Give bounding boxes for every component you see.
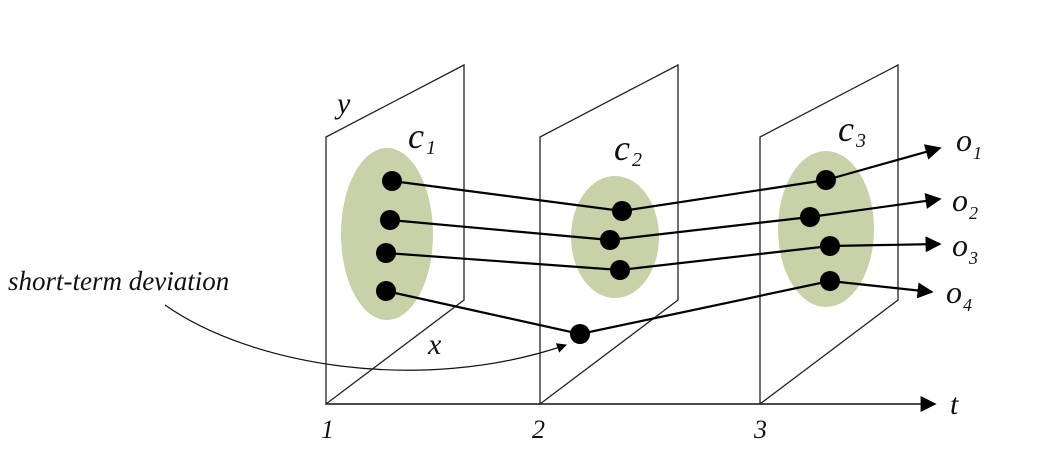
output-label-1: o1 [956, 122, 982, 163]
point-t2-a [612, 201, 632, 221]
trajectory-1-arrow [825, 144, 942, 182]
point-t1-a [382, 171, 402, 191]
frame-1 [325, 63, 465, 406]
output-label-3: o3 [952, 227, 978, 268]
point-t3-b [800, 207, 820, 227]
point-t3-d [820, 271, 840, 291]
cluster-3-region [778, 151, 874, 307]
point-t2-b [600, 230, 620, 250]
trajectory-3-arrow [829, 236, 942, 253]
time-slice-1 [325, 63, 465, 406]
point-t1-c [376, 243, 396, 263]
frame-3 [759, 63, 899, 406]
point-t3-a [816, 170, 836, 190]
point-t2-deviation [570, 324, 590, 344]
frame-2 [539, 63, 679, 406]
point-t3-c [820, 236, 840, 256]
deviation-callout-arrow [164, 304, 567, 371]
time-tick-1: 1 [321, 415, 334, 444]
trajectory-2-arrow [809, 193, 942, 219]
point-t2-c [610, 260, 630, 280]
cluster-1-region [341, 148, 433, 320]
output-label-2: o2 [952, 182, 978, 223]
y-axis-label: y [334, 87, 351, 120]
point-t1-d [376, 281, 396, 301]
trajectory-4-arrow [829, 279, 934, 299]
short-term-deviation-label: short-term deviation [8, 266, 229, 296]
t-axis-label: t [950, 388, 959, 421]
point-t1-b [380, 210, 400, 230]
time-slice-3 [759, 63, 899, 406]
trajectory-points [376, 170, 840, 344]
time-tick-3: 3 [753, 415, 767, 444]
time-tick-2: 2 [532, 415, 545, 444]
x-axis-label: x [427, 328, 442, 361]
output-label-4: o4 [946, 274, 972, 315]
